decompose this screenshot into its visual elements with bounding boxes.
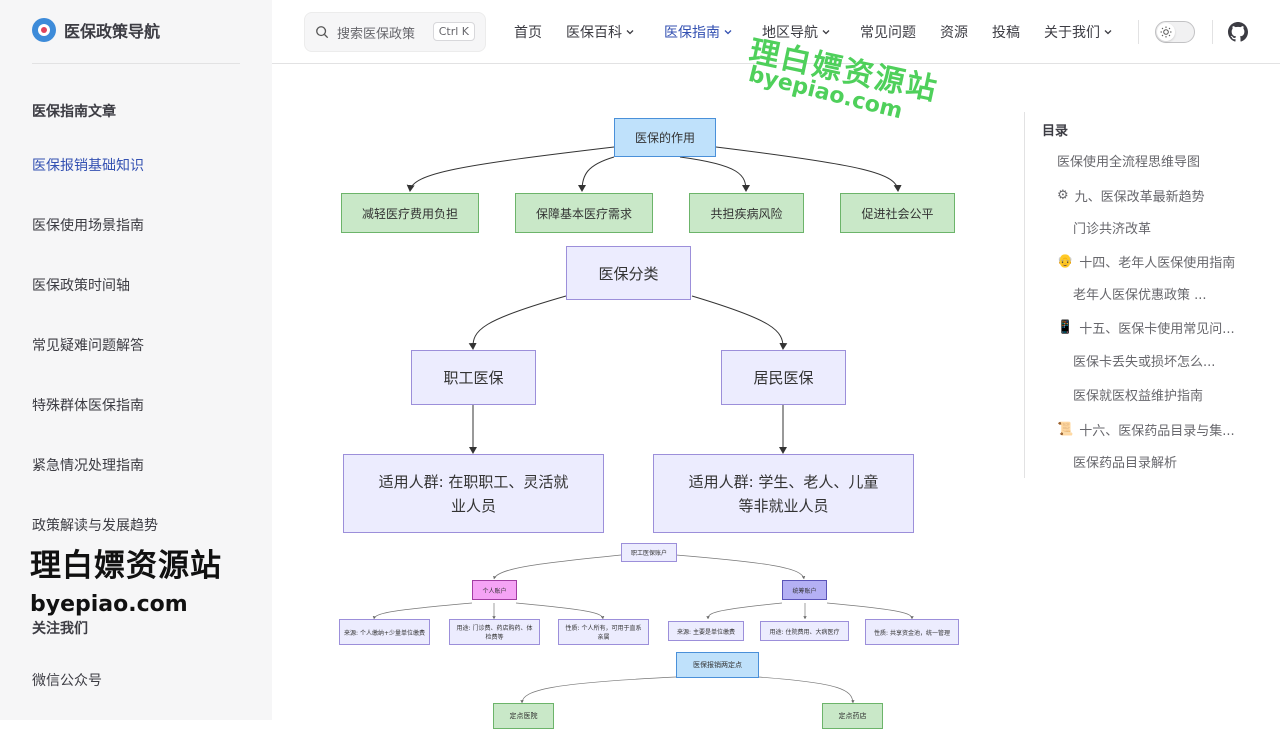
search-icon [316,26,329,39]
toc-item[interactable]: 老年人医保优惠政策 ... [1073,284,1207,303]
toc-item[interactable]: 📱 十五、医保卡使用常见问... [1057,318,1235,337]
nav-encyclopedia-label: 医保百科 [566,25,622,41]
toc-item[interactable]: 📜 十六、医保药品目录与集... [1057,420,1235,439]
node-account: 职工医保账户 [621,543,677,562]
table-of-contents: 目录 医保使用全流程思维导图 ⚙ 九、医保改革最新趋势 门诊共济改革 👴 十四、老年… [1024,112,1264,478]
node-account-leaf: 用途: 门诊费、药店购药、体检费等 [449,619,540,645]
node-designated: 医保报销两定点 [676,652,759,678]
toc-item-label: 医保药品目录解析 [1073,456,1178,471]
nav-home[interactable]: 首页 [514,22,542,42]
node-role-child: 促进社会公平 [840,193,955,233]
gear-icon: ⚙ [1057,188,1069,203]
toc-item[interactable]: 医保使用全流程思维导图 [1057,151,1200,170]
watermark-url: byepiao.com [30,592,188,617]
node-account-leaf: 来源: 个人缴纳+少量单位缴费 [339,619,430,645]
nav-home-label: 首页 [514,25,542,41]
sidebar-item-wechat[interactable]: 微信公众号 [32,673,102,689]
divider [1212,20,1213,44]
toc-item-label: 老年人医保优惠政策 ... [1073,288,1207,303]
toc-item-label: 医保卡丢失或损坏怎么... [1073,355,1216,370]
diagram-connectors [372,146,914,704]
node-pool-account: 统筹账户 [782,580,827,600]
brand-link[interactable]: 医保政策导航 [32,18,160,42]
toc-item[interactable]: 门诊共济改革 [1073,218,1151,237]
node-category: 医保分类 [566,246,691,300]
toc-item[interactable]: 医保卡丢失或损坏怎么... [1073,351,1215,370]
toc-item-label: 门诊共济改革 [1073,222,1152,237]
nav-resources-label: 资源 [940,25,968,41]
toc-title: 目录 [1042,124,1069,139]
chevron-down-icon [626,30,634,35]
toc-item[interactable]: 👴 十四、老年人医保使用指南 [1057,252,1235,271]
toc-item-label: 医保就医权益维护指南 [1073,389,1204,404]
nav-submit[interactable]: 投稿 [992,22,1020,42]
node-employee-desc: 适用人群: 在职职工、灵活就业人员 [343,454,604,533]
chevron-down-icon [724,30,732,35]
sidebar-section-title: 医保指南文章 [32,104,116,120]
divider [32,63,240,64]
toc-item[interactable]: ⚙ 九、医保改革最新趋势 [1057,186,1205,205]
theme-toggle[interactable] [1155,21,1195,43]
nav-faq-label: 常见问题 [860,25,916,41]
chevron-down-icon [822,30,830,35]
sidebar-item-special-groups[interactable]: 特殊群体医保指南 [32,398,144,414]
toc-item-label: 十四、老年人医保使用指南 [1079,256,1236,271]
nav-guide[interactable]: 医保指南 [664,22,733,42]
node-account-leaf: 用途: 住院费用、大病医疗 [760,621,849,641]
node-designated-pharmacy: 定点药店 [822,703,883,729]
nav-region[interactable]: 地区导航 [762,22,831,42]
nav-submit-label: 投稿 [992,25,1020,41]
sidebar-item-faq[interactable]: 常见疑难问题解答 [32,338,144,354]
watermark-text: 理白嫖资源站 [30,548,222,584]
toc-item[interactable]: 医保药品目录解析 [1073,452,1177,471]
node-personal-account: 个人账户 [472,580,517,600]
node-role-child: 减轻医疗费用负担 [341,193,479,233]
node-role: 医保的作用 [614,118,716,157]
logo-icon [32,18,56,42]
nav-about-label: 关于我们 [1044,25,1100,41]
nav-guide-label: 医保指南 [664,25,720,41]
node-designated-hospital: 定点医院 [493,703,554,729]
chevron-down-icon [1104,30,1112,35]
toc-item-label: 十六、医保药品目录与集... [1079,424,1235,439]
node-role-child: 共担疾病风险 [689,193,804,233]
node-resident-desc: 适用人群: 学生、老人、儿童等非就业人员 [653,454,914,533]
toc-item-label: 十五、医保卡使用常见问... [1079,322,1235,337]
sidebar-item-policy-timeline[interactable]: 医保政策时间轴 [32,278,130,294]
sidebar-follow-title: 关注我们 [32,621,88,637]
nav-encyclopedia[interactable]: 医保百科 [566,22,635,42]
divider [1138,20,1139,44]
node-role-child: 保障基本医疗需求 [515,193,653,233]
mindmap-diagram: 医保的作用 减轻医疗费用负担 保障基本医疗需求 共担疾病风险 促进社会公平 医保… [272,65,1012,729]
sidebar-item-reimbursement-basics[interactable]: 医保报销基础知识 [32,158,144,174]
phone-icon: 📱 [1057,320,1074,335]
site-title: 医保政策导航 [64,22,161,41]
node-employee-insurance: 职工医保 [411,350,536,405]
nav-resources[interactable]: 资源 [940,22,968,42]
sidebar-item-usage-scenarios[interactable]: 医保使用场景指南 [32,218,144,234]
nav-about[interactable]: 关于我们 [1044,22,1113,42]
toc-item-label: 医保使用全流程思维导图 [1057,155,1201,170]
elder-icon: 👴 [1057,254,1074,269]
github-icon[interactable] [1228,22,1248,42]
node-resident-insurance: 居民医保 [721,350,846,405]
search-button[interactable]: 搜索医保政策 Ctrl K [304,12,486,52]
sidebar-item-emergency[interactable]: 紧急情况处理指南 [32,458,144,474]
toc-item-label: 九、医保改革最新趋势 [1074,190,1205,205]
scroll-icon: 📜 [1057,422,1074,437]
toc-item[interactable]: 医保就医权益维护指南 [1073,385,1203,404]
nav-faq[interactable]: 常见问题 [860,22,916,42]
search-placeholder: 搜索医保政策 [337,26,416,42]
node-account-leaf: 来源: 主要是单位缴费 [668,621,744,641]
top-navbar: 搜索医保政策 Ctrl K 首页 医保百科 医保指南 地区导航 常见问题 资源 … [272,0,1280,64]
search-shortcut: Ctrl K [432,22,475,41]
sidebar-item-policy-trends[interactable]: 政策解读与发展趋势 [32,518,158,534]
node-account-leaf: 性质: 共享资金池，统一管理 [865,619,959,645]
sun-icon [1157,23,1175,41]
nav-region-label: 地区导航 [762,25,818,41]
sidebar: 医保政策导航 医保指南文章 医保报销基础知识 医保使用场景指南 医保政策时间轴 … [0,0,272,720]
node-account-leaf: 性质: 个人所有，可用于直系亲属 [558,619,649,645]
